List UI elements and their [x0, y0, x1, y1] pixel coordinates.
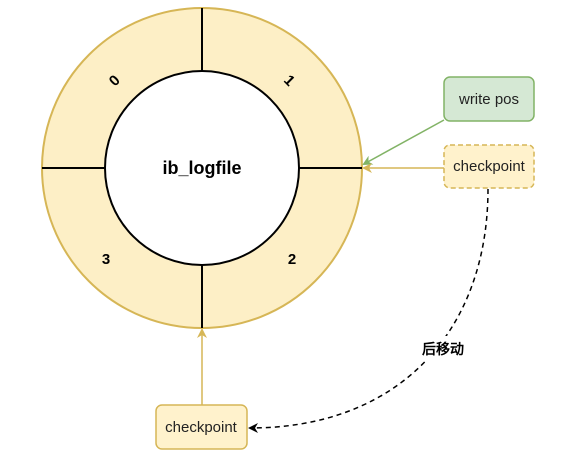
move-arrow: [248, 188, 489, 433]
checkpoint-box-new: checkpoint: [155, 404, 248, 450]
move-label: 后移动: [422, 341, 464, 358]
checkpoint-box-old: checkpoint: [443, 144, 535, 189]
segment-2-label: 2: [288, 251, 296, 268]
log-ring: 0 1 2 3 ib_logfile: [41, 7, 363, 329]
checkpoint-new-label: checkpoint: [165, 419, 238, 436]
write-pos-label: write pos: [458, 91, 519, 108]
move-label-bg: [414, 336, 472, 360]
center-label: ib_logfile: [162, 158, 241, 178]
write-pos-arrow: [362, 119, 445, 165]
write-pos-box: write pos: [443, 76, 535, 122]
segment-3-label: 3: [102, 251, 110, 268]
checkpoint-old-label: checkpoint: [453, 158, 526, 175]
